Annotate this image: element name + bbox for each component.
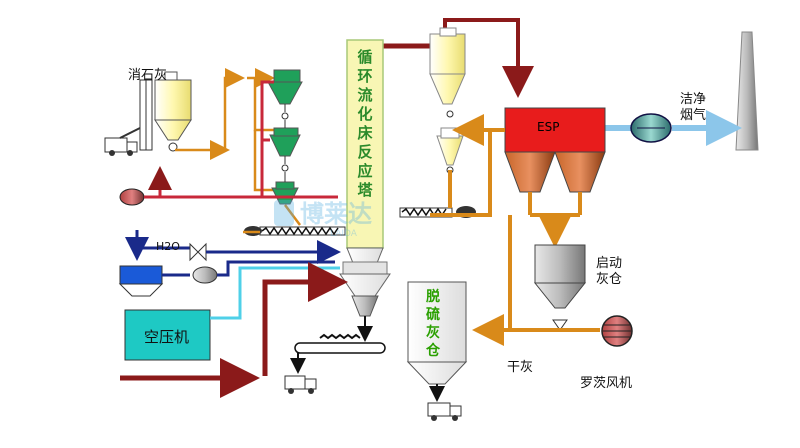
esp-label: ESP — [537, 120, 560, 134]
dry-ash-label: 干灰 — [507, 360, 534, 375]
startup-ash-silo-label-line1: 启动 — [596, 256, 623, 271]
svg-text:博莱达: 博莱达 — [300, 200, 372, 228]
svg-text:LAIDA: LAIDA — [330, 229, 358, 239]
induced-draft-fan — [630, 113, 672, 143]
truck-lime — [104, 127, 141, 156]
truck-bottom — [284, 375, 317, 394]
air-compressor-unit — [124, 266, 340, 361]
cfb-reactor-label: 循环流化床反应塔 — [357, 48, 373, 199]
h2o-label: H2O — [156, 240, 180, 253]
desulfurization-ash-silo-label: 脱硫灰仓 — [426, 289, 440, 359]
desulfurization-ash-silo — [406, 281, 468, 402]
esp-unit — [504, 107, 606, 193]
logo-watermark: 博莱达 LAIDA — [274, 200, 372, 239]
lime-silo-label: 消石灰 — [128, 68, 168, 83]
transport-air-path — [119, 80, 338, 206]
cyclone-separator — [429, 27, 466, 174]
inlet-flue-gas — [120, 262, 348, 398]
truck-ash — [427, 402, 462, 421]
roots-blower-unit — [480, 315, 633, 347]
chimney — [735, 31, 759, 151]
roots-blower-label: 罗茨风机 — [580, 376, 633, 391]
water-system — [118, 230, 341, 297]
lime-silo-unit — [139, 71, 192, 152]
clean-flue-gas-label-line1: 洁净 — [680, 92, 707, 107]
lime-feed-path — [175, 68, 301, 234]
flue-gas-path — [383, 18, 534, 98]
startup-ash-silo-label-line2: 灰仓 — [596, 272, 623, 287]
startup-ash-silo — [533, 244, 587, 331]
air-compressor-label: 空压机 — [144, 328, 190, 346]
clean-flue-gas-label-line2: 烟气 — [680, 108, 707, 123]
cfb-reactor-tower — [339, 39, 391, 317]
green-hoppers — [267, 69, 303, 205]
bottom-discharge — [290, 316, 386, 374]
